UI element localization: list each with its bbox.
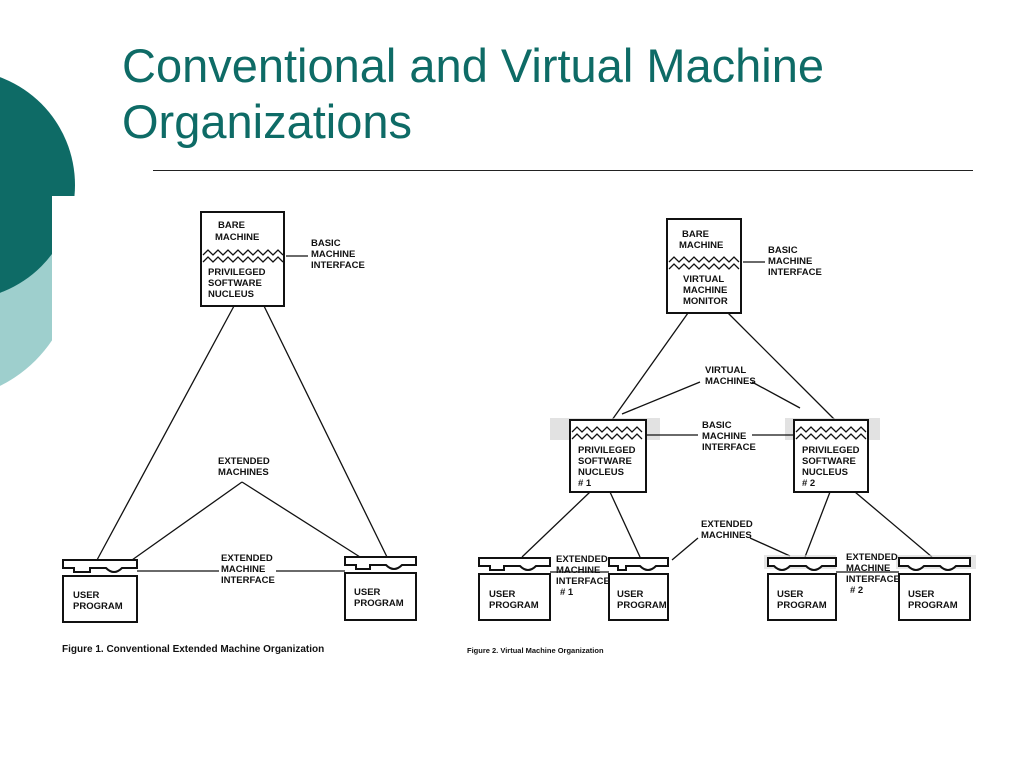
fig2-vmm-box	[666, 218, 742, 314]
title-underline	[153, 170, 973, 171]
fig2-virtual-machines-2: MACHINES	[705, 376, 756, 387]
fig2-user-program-3	[767, 573, 837, 621]
fig2-basic-mid-3: INTERFACE	[702, 442, 756, 453]
fig2-basic-mid-1: BASIC	[702, 420, 732, 431]
fig2-ext-interface2-4: # 2	[850, 585, 863, 596]
slide-title-line-2: Organizations	[122, 95, 412, 148]
fig2-user1-1: USER	[489, 589, 516, 600]
fig2-user-program-3-top	[767, 557, 837, 571]
fig2-vmm-label-2: MACHINE	[683, 285, 727, 296]
fig2-basic-top-3: INTERFACE	[768, 267, 822, 278]
fig1-line-left-inner	[131, 481, 243, 561]
fig1-ext-interface-2: MACHINE	[221, 564, 265, 575]
fig2-nucleus2-3: NUCLEUS	[802, 467, 848, 478]
figure-2: BARE MACHINE VIRTUAL MACHINE MONITOR BAS…	[467, 218, 976, 655]
fig2-line-vmm-nucleus2	[727, 312, 836, 421]
fig1-user-left-2: PROGRAM	[73, 601, 123, 612]
fig2-line-n1-user1	[521, 491, 591, 558]
fig2-user1-2: PROGRAM	[489, 600, 539, 611]
fig1-user-left-1: USER	[73, 590, 100, 601]
fig2-line-vmm-nucleus1	[611, 312, 689, 421]
fig1-basic-label-1: BASIC	[311, 238, 341, 249]
fig2-extended-leader-right	[749, 537, 791, 557]
fig2-vmm-zigzag	[668, 256, 740, 270]
fig2-user4-2: PROGRAM	[908, 600, 958, 611]
figure-1: BARE MACHINE PRIVILEGED SOFTWARE NUCLEUS…	[62, 211, 417, 655]
fig2-nucleus1-1: PRIVILEGED	[578, 445, 636, 456]
fig2-ext-interface2-3: INTERFACE	[846, 574, 900, 585]
fig2-user-program-2	[608, 573, 669, 621]
fig2-bare-label-2: MACHINE	[679, 240, 723, 251]
fig2-user-program-1-top	[478, 557, 551, 571]
fig1-user-program-left-top	[62, 559, 138, 573]
fig2-user2-2: PROGRAM	[617, 600, 667, 611]
fig2-extended-machines-2: MACHINES	[701, 530, 752, 541]
fig1-nucleus-label-2: SOFTWARE	[208, 278, 262, 289]
machine-organization-diagrams: BARE MACHINE PRIVILEGED SOFTWARE NUCLEUS…	[62, 211, 976, 655]
corner-decoration	[0, 77, 100, 396]
fig2-user3-1: USER	[777, 589, 804, 600]
fig2-user2-1: USER	[617, 589, 644, 600]
fig1-bare-label-1: BARE	[218, 220, 245, 231]
fig2-bare-label-1: BARE	[682, 229, 709, 240]
fig1-user-program-right-top	[344, 556, 417, 570]
slide-title-line-1: Conventional and Virtual Machine	[122, 39, 824, 92]
fig2-ext-interface1-1: EXTENDED	[556, 554, 608, 565]
fig2-user-program-4	[898, 573, 971, 621]
fig2-virtual-leader-left	[621, 381, 701, 415]
fig1-zigzag	[202, 249, 284, 263]
fig1-extended-machines-2: MACHINES	[218, 467, 269, 478]
fig2-user3-2: PROGRAM	[777, 600, 827, 611]
fig2-ext-interface1-4: # 1	[560, 587, 574, 598]
corner-mask	[52, 196, 100, 396]
fig2-ext-interface2-2: MACHINE	[846, 563, 890, 574]
fig2-ext-interface1-2: MACHINE	[556, 565, 600, 576]
fig1-bare-label-2: MACHINE	[215, 232, 259, 243]
fig1-line-right-inner	[241, 481, 361, 558]
fig1-line-right-outer	[263, 305, 388, 558]
fig1-nucleus-label-1: PRIVILEGED	[208, 267, 266, 278]
fig2-basic-top-2: MACHINE	[768, 256, 812, 267]
fig1-ext-interface-1: EXTENDED	[221, 553, 273, 564]
fig1-caption: Figure 1. Conventional Extended Machine …	[62, 644, 324, 655]
fig1-basic-label-2: MACHINE	[311, 249, 355, 260]
fig2-nucleus1-2: SOFTWARE	[578, 456, 632, 467]
fig2-user4-1: USER	[908, 589, 935, 600]
fig2-nucleus2-zigzag	[795, 426, 867, 440]
fig2-nucleus2-2: SOFTWARE	[802, 456, 856, 467]
fig1-line-left-outer	[96, 305, 235, 561]
fig2-vmm-label-1: VIRTUAL	[683, 274, 724, 285]
slide-title: Conventional and Virtual Machine Organiz…	[122, 38, 982, 150]
fig2-caption: Figure 2. Virtual Machine Organization	[467, 646, 604, 655]
fig2-ext-interface1-3: INTERFACE	[556, 576, 610, 587]
fig1-user-program-right	[344, 572, 417, 621]
fig2-user-program-4-top	[898, 557, 971, 571]
fig1-user-program-left	[62, 575, 138, 623]
fig2-ext-interface2-1: EXTENDED	[846, 552, 898, 563]
fig2-virtual-machines-1: VIRTUAL	[705, 365, 746, 376]
fig1-user-right-1: USER	[354, 587, 381, 598]
fig2-line-n2-user4	[854, 491, 933, 558]
fig2-user-program-1	[478, 573, 551, 621]
fig2-extended-leader-left	[671, 537, 699, 561]
fig2-user-program-2-top	[608, 557, 669, 571]
fig1-user-right-2: PROGRAM	[354, 598, 404, 609]
fig2-nucleus1-3: NUCLEUS	[578, 467, 624, 478]
fig2-basic-top-1: BASIC	[768, 245, 798, 256]
fig1-basic-label-3: INTERFACE	[311, 260, 365, 271]
fig2-extended-machines-1: EXTENDED	[701, 519, 753, 530]
fig1-extended-machines-1: EXTENDED	[218, 456, 270, 467]
fig2-nucleus1-4: # 1	[578, 478, 592, 489]
fig2-nucleus1-zigzag	[571, 426, 643, 440]
fig2-line-n2-user3	[804, 491, 831, 558]
fig2-basic-mid-2: MACHINE	[702, 431, 746, 442]
fig2-nucleus2-1: PRIVILEGED	[802, 445, 860, 456]
fig1-nucleus-label-3: NUCLEUS	[208, 289, 254, 300]
fig2-virtual-leader-right	[751, 381, 801, 409]
fig2-line-n1-user2	[609, 491, 641, 558]
fig2-nucleus2-4: # 2	[802, 478, 815, 489]
fig2-vmm-label-3: MONITOR	[683, 296, 728, 307]
fig1-ext-interface-3: INTERFACE	[221, 575, 275, 586]
